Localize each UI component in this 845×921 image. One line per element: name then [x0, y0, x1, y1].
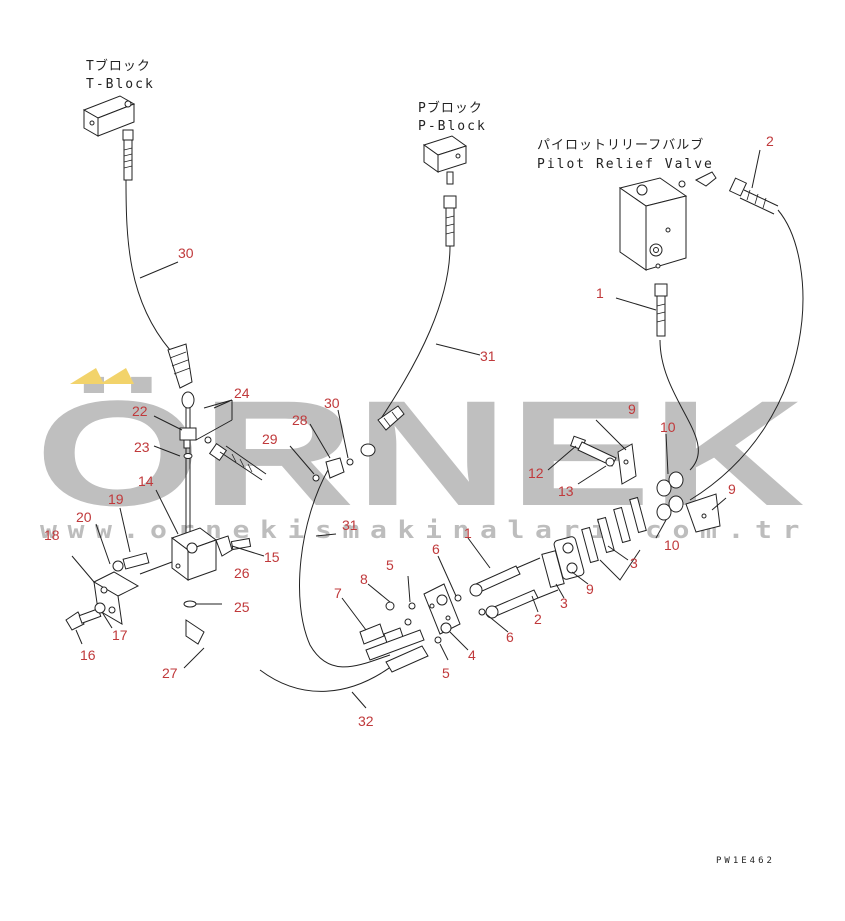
- callout-30: 30: [178, 245, 194, 261]
- bolt-and-clip: [570, 435, 721, 533]
- callout-9-right: 9: [728, 481, 736, 497]
- callout-25: 27: [162, 665, 178, 681]
- hose-2-upper: [689, 209, 804, 501]
- t-block-part: [82, 95, 136, 181]
- callout-17: 18: [44, 527, 60, 543]
- t-block-label-jp: Tブロック: [86, 58, 151, 74]
- callout-12: 13: [558, 483, 574, 499]
- callout-11: 12: [528, 465, 544, 481]
- callout-10-bottom: 10: [664, 537, 680, 553]
- callout-23: 25: [234, 599, 250, 615]
- callout-5-bottom: 5: [442, 665, 450, 681]
- callout-2-top: 2: [766, 133, 774, 149]
- callout-3-bottom: 3: [560, 595, 568, 611]
- callout-13: 14: [138, 473, 154, 489]
- callout-5-top: 5: [386, 557, 394, 573]
- callout-14: 15: [264, 549, 280, 565]
- hose-ends-lower: [434, 565, 539, 644]
- callout-9-bottom: 9: [586, 581, 594, 597]
- callout-15: 16: [80, 647, 96, 663]
- callout-numbers: 30 31 2 1 24 22 23 14 29 28 30 31 25 26 …: [44, 133, 774, 729]
- hose-29: [379, 245, 451, 421]
- callout-6-left: 6: [432, 541, 440, 557]
- callout-28: 30: [324, 395, 340, 411]
- callout-32: 32: [358, 713, 374, 729]
- connector-plate-4: [359, 583, 461, 673]
- hose-2-lower: [537, 589, 559, 599]
- drawing-code: PW1E462: [716, 856, 775, 866]
- callout-22: 24: [234, 385, 250, 401]
- callout-29: 31: [480, 348, 496, 364]
- callout-8: 8: [360, 571, 368, 587]
- pilot-valve-label-jp: パイロットリリーフバルブ: [537, 137, 704, 153]
- hose-32: [259, 659, 401, 692]
- p-block-part: [422, 135, 468, 247]
- callout-4: 4: [468, 647, 476, 663]
- mounting-bracket-17: [65, 552, 173, 631]
- junction-block: [167, 343, 252, 645]
- callout-7: 7: [334, 585, 342, 601]
- watermark-url: www.ornekismakinalari.com.tr: [40, 516, 810, 544]
- callout-1-bottom: 1: [464, 525, 472, 541]
- watermark-accent-right: [100, 368, 134, 384]
- callout-3-right: 3: [630, 555, 638, 571]
- callout-18: 19: [108, 491, 124, 507]
- callout-9-top: 9: [628, 401, 636, 417]
- callout-21: 23: [134, 439, 150, 455]
- callout-27: 29: [262, 431, 278, 447]
- watermark-accent-left: [70, 368, 104, 384]
- callout-31: 31: [342, 517, 358, 533]
- hose-31-fitting: [208, 442, 354, 482]
- pilot-valve-label-en: Pilot Relief Valve: [537, 157, 714, 172]
- callout-2-bottom: 2: [534, 611, 542, 627]
- callout-16: 17: [112, 627, 128, 643]
- callout-1-top: 1: [596, 285, 604, 301]
- callout-24: 26: [234, 565, 250, 581]
- clamp-assembly-3: [541, 496, 647, 588]
- p-block-label-en: P-Block: [418, 119, 487, 134]
- hose-31: [299, 469, 391, 668]
- hose-29-fitting: [360, 405, 405, 457]
- callout-20: 22: [132, 403, 148, 419]
- hose-30: [125, 179, 171, 351]
- callout-26: 28: [292, 412, 308, 428]
- callout-19: 20: [76, 509, 92, 525]
- pilot-relief-valve-part: [618, 171, 779, 337]
- p-block-label-jp: Pブロック: [418, 100, 483, 116]
- callout-6-right: 6: [506, 629, 514, 645]
- leader-lines: [71, 149, 761, 709]
- t-block-label-en: T-Block: [86, 77, 155, 92]
- callout-10-top: 10: [660, 419, 676, 435]
- hose-1-upper: [659, 339, 699, 471]
